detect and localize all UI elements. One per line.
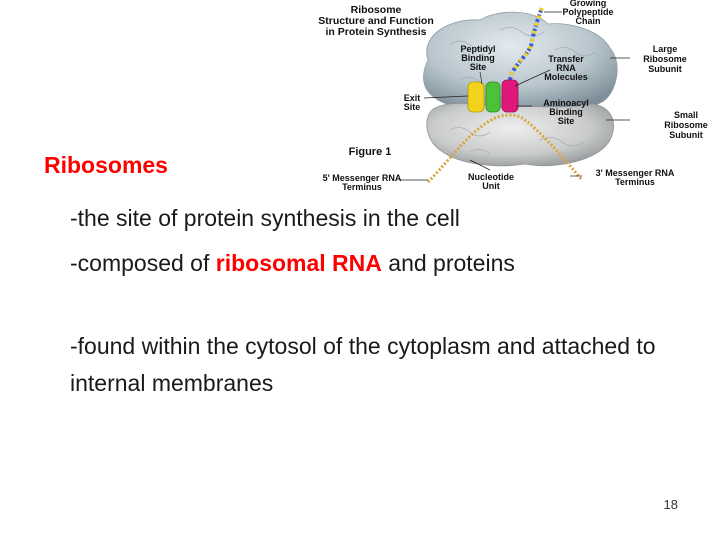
bullet-location: -found within the cytosol of the cytopla… [70,333,656,396]
label-aminoacyl-1: Aminoacyl [543,98,589,108]
ribosomal-rna-highlight: ribosomal RNA [215,250,382,276]
bullet-composition: -composed of ribosomal RNA and proteins [70,245,670,282]
label-growing-chain-1: Growing [570,0,607,8]
label-nucleotide-2: Unit [482,181,500,191]
label-mrna-3-1: 3' Messenger RNA [596,168,675,178]
bullet-protein-synthesis: -the site of protein synthesis in the ce… [70,205,460,231]
large-subunit-texture [449,27,596,83]
label-aminoacyl-3: Site [558,116,575,126]
label-small-subunit-2: Ribosome [664,120,708,130]
figure-title-line-2: Structure and Function [318,15,434,27]
slide-heading: Ribosomes [44,152,168,178]
label-mrna-3-2: Terminus [615,177,655,187]
page-number: 18 [663,497,678,512]
label-transfer-rna-1: Transfer [548,54,584,64]
label-transfer-rna-3: Molecules [544,72,588,82]
label-mrna-5-2: Terminus [342,182,382,192]
label-mrna-5-1: 5' Messenger RNA [323,173,402,183]
label-growing-chain-2: Polypeptide [562,7,613,17]
bullet-composition-text: -composed of [70,250,216,276]
label-peptidyl-3: Site [470,62,487,72]
label-large-subunit-1: Large [653,44,678,54]
ribosome-illustration: Ribosome Structure and Function in Prote… [318,0,708,192]
label-aminoacyl-2: Binding [549,107,583,117]
label-exit-site-1: Exit [404,93,421,103]
label-leader-lines [400,11,630,181]
label-large-subunit-2: Ribosome [643,54,687,64]
small-subunit-shape [426,102,615,167]
label-peptidyl-1: Peptidyl [460,44,495,54]
label-exit-site-2: Site [404,102,421,112]
label-small-subunit-3: Subunit [669,130,703,140]
trna-yellow [467,81,485,113]
ribosome-figure: Ribosome Structure and Function in Prote… [300,0,720,195]
label-large-subunit-3: Subunit [648,64,682,74]
label-small-subunit-1: Small [674,110,698,120]
bullet-composition-text-end: and proteins [381,250,515,276]
trna-magenta [501,79,519,113]
figure-title-line-3: in Protein Synthesis [326,26,427,38]
label-growing-chain-3: Chain [575,16,600,26]
figure-caption: Figure 1 [349,146,392,158]
figure-title-line-1: Ribosome [351,4,402,16]
trna-green [485,81,501,113]
small-subunit-texture [449,127,585,155]
messenger-rna-strand [426,113,584,184]
label-peptidyl-2: Binding [461,53,495,63]
label-nucleotide-1: Nucleotide [468,172,514,182]
label-transfer-rna-2: RNA [556,63,576,73]
